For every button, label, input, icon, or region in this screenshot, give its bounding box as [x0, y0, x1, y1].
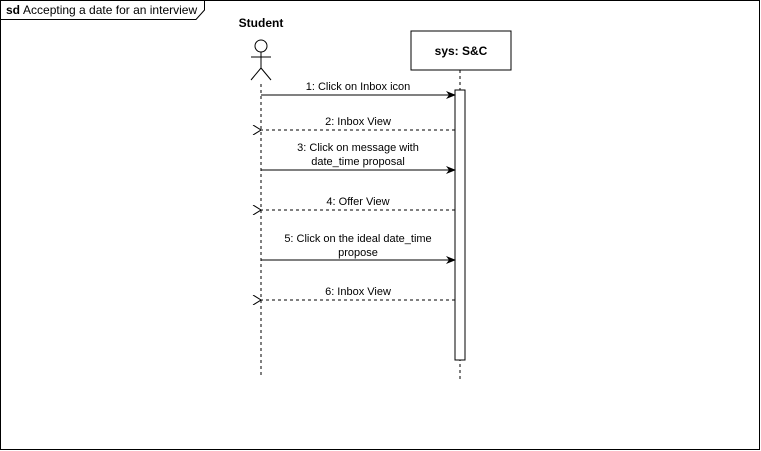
- message-3-label-line-2: date_time proposal: [311, 156, 405, 168]
- system-label: sys: S&C: [435, 44, 488, 58]
- message-2-label: 2: Inbox View: [325, 116, 391, 128]
- message-5-label-line-1: 5: Click on the ideal date_time: [284, 233, 431, 245]
- message-5-label-line-2: propose: [338, 247, 378, 259]
- message-4: 4: Offer View: [261, 196, 455, 210]
- frame-title-text: Accepting a date for an interview: [23, 3, 197, 17]
- frame-title-tab: [0, 0, 205, 20]
- message-1-label: 1: Click on Inbox icon: [306, 81, 411, 93]
- message-3: 3: Click on message with date_time propo…: [261, 142, 456, 174]
- message-4-label: 4: Offer View: [326, 196, 389, 208]
- message-6-label: 6: Inbox View: [325, 286, 391, 298]
- actor-stick-figure-icon: [250, 39, 272, 81]
- activation-bar: [454, 89, 466, 361]
- message-6: 6: Inbox View: [261, 286, 455, 300]
- student-label: Student: [239, 16, 284, 30]
- message-2: 2: Inbox View: [261, 116, 455, 130]
- message-5: 5: Click on the ideal date_time propose: [261, 233, 456, 264]
- message-1: 1: Click on Inbox icon: [261, 81, 456, 99]
- system-box: [410, 30, 512, 71]
- message-3-label-line-1: 3: Click on message with: [297, 142, 419, 154]
- student-lifeline: Student: [239, 16, 284, 378]
- system-lifeline: sys: S&C: [410, 30, 512, 380]
- frame-keyword: sd: [6, 3, 20, 17]
